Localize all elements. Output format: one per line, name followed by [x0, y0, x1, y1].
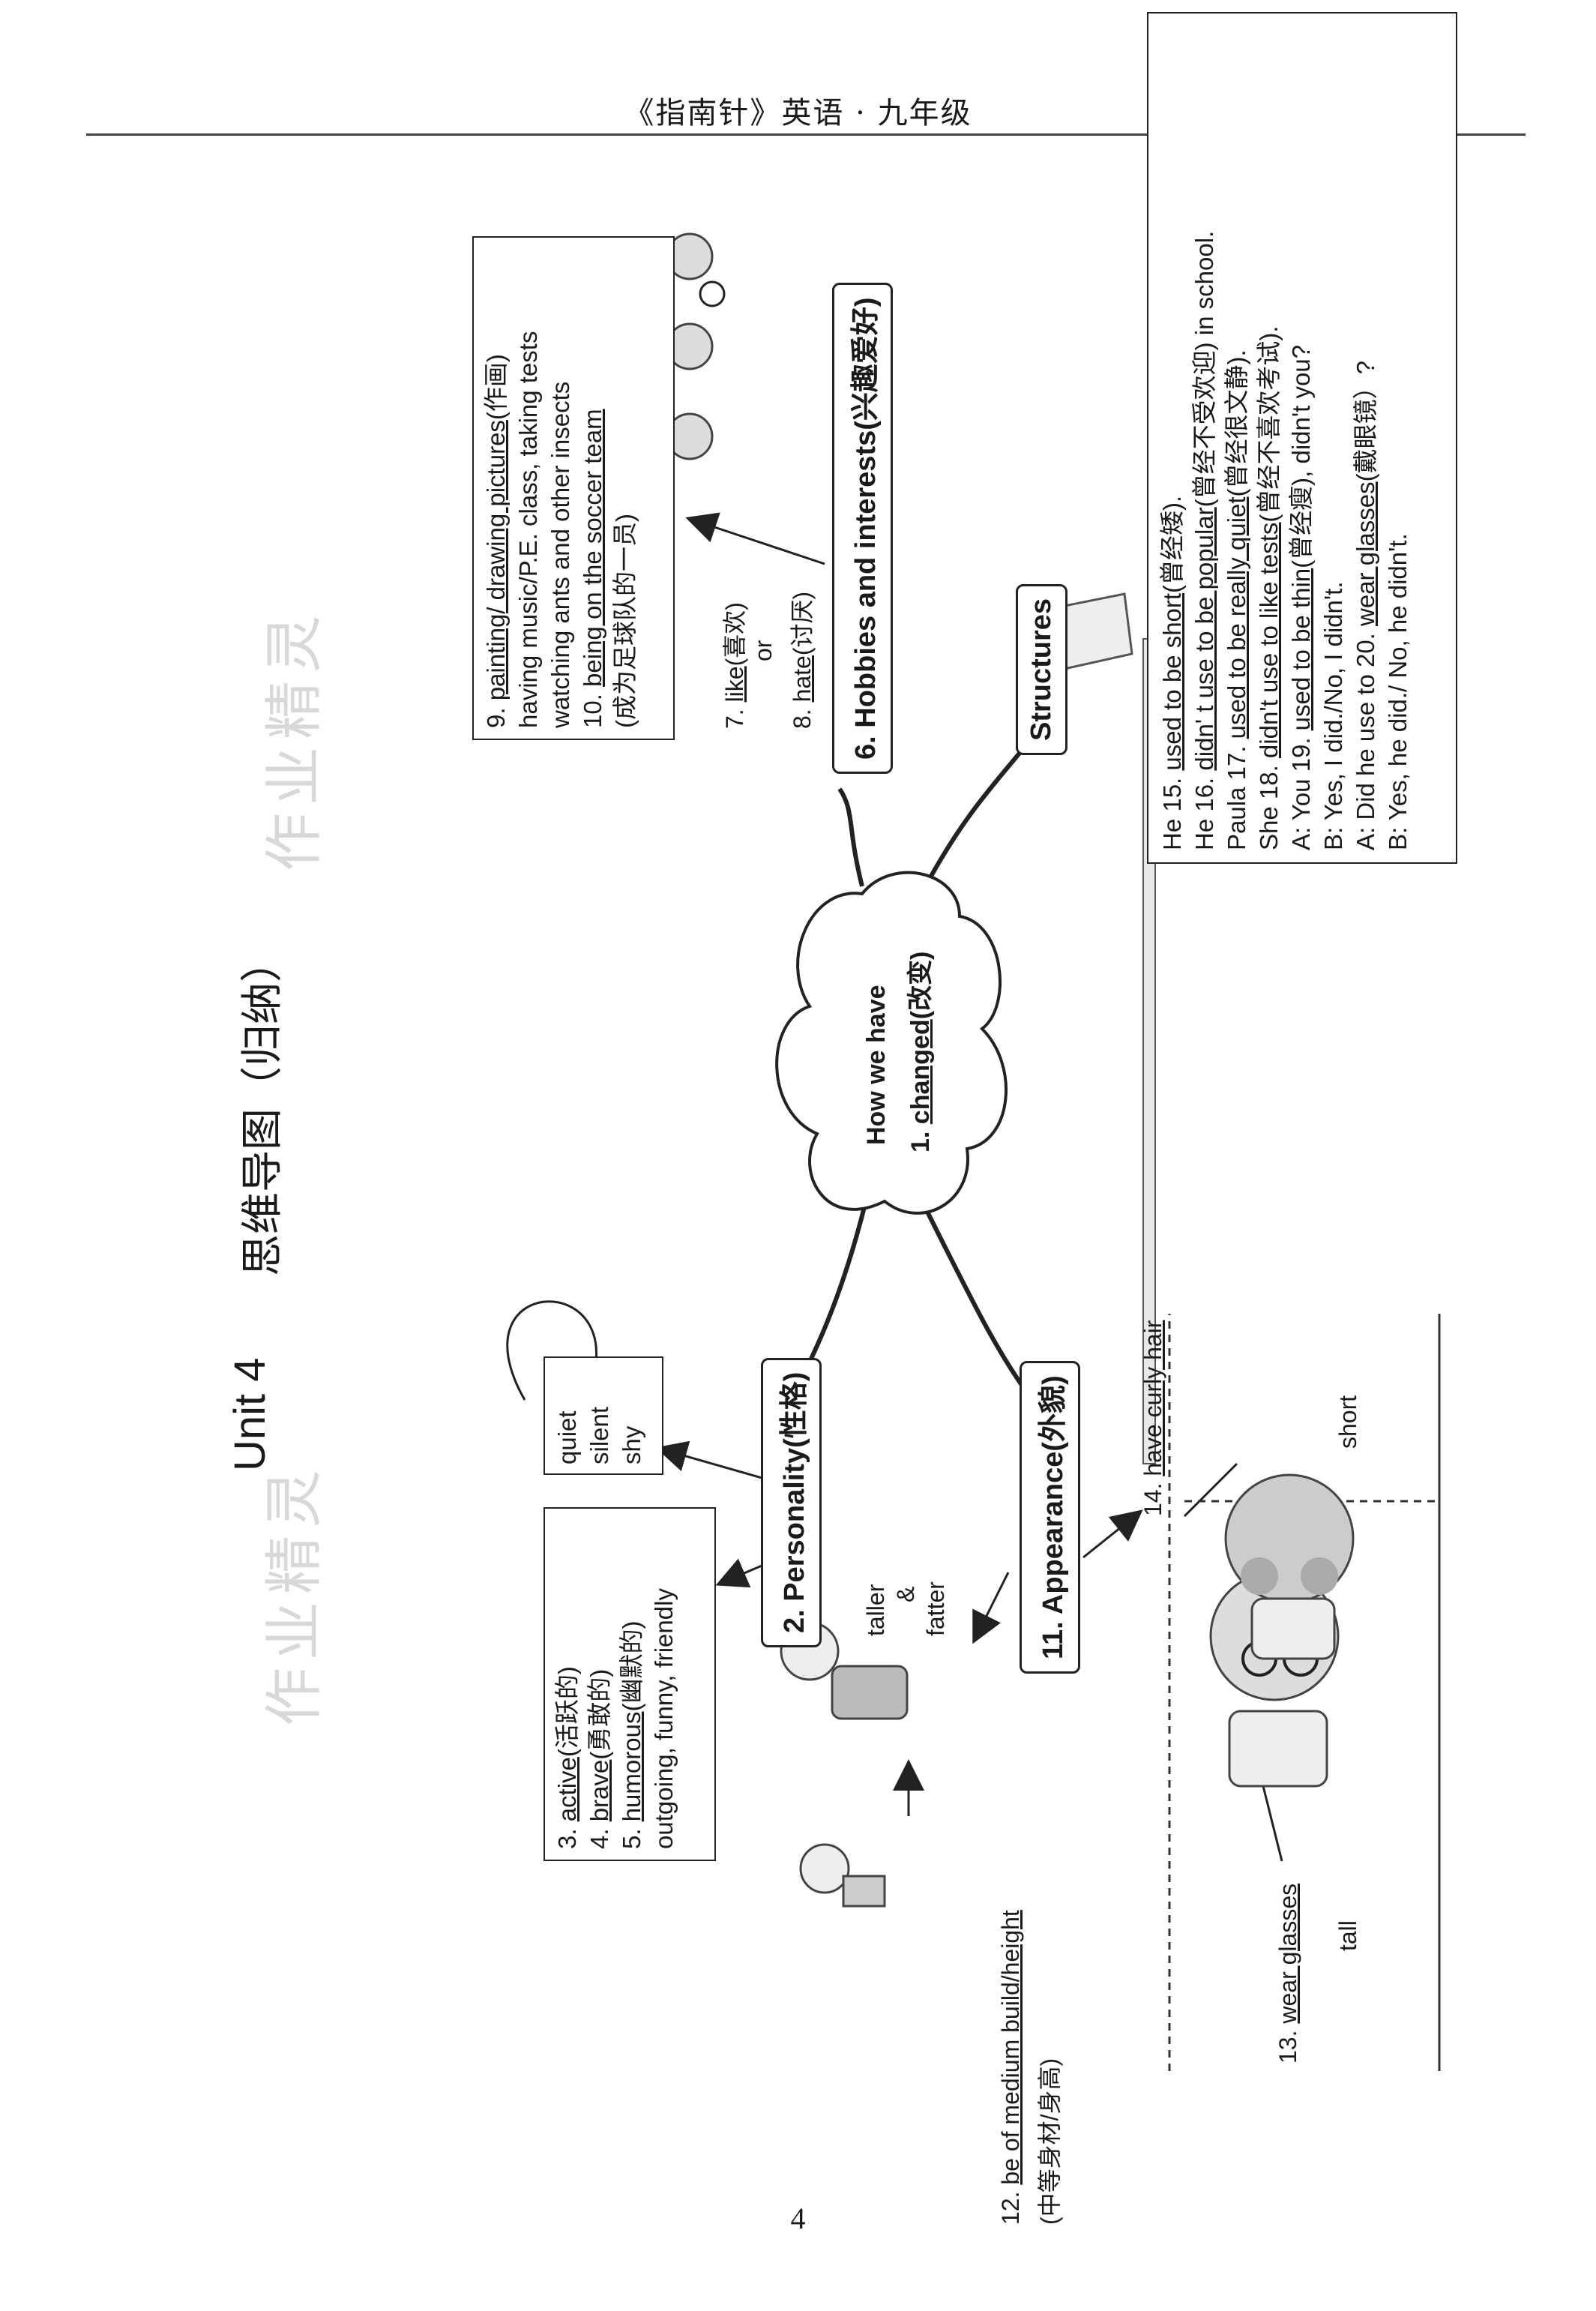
humorous-line: 5. humorous(幽默的): [618, 1620, 645, 1849]
taller-label: taller: [862, 1584, 889, 1636]
node-personality: 2. Personality(性格): [761, 1357, 822, 1647]
amp-label: &: [892, 1586, 919, 1602]
watermark-1: 作业精灵: [261, 1461, 328, 1726]
like-line: 7. like(喜欢): [721, 602, 748, 729]
topic-title: 思维导图（归纳）: [238, 940, 286, 1276]
short-label: short: [1334, 1395, 1361, 1449]
build-line: 12. be of medium build/height: [997, 1910, 1024, 2225]
build-cn: (中等身材/身高): [1036, 2058, 1063, 2225]
structure-line-15: He 15. used to be short(曾经矮).: [1158, 495, 1186, 850]
structure-line-17: Paula 17. used to be really quiet(曾经很文静)…: [1223, 349, 1250, 850]
center-line1: How we have: [862, 985, 891, 1145]
shy-word: shy: [618, 1425, 645, 1464]
center-cloud: [775, 871, 1008, 1215]
structure-answer-2: B: Yes, he did./ No, he didn't.: [1384, 533, 1412, 850]
arrow-to-hobby-box: [685, 512, 825, 565]
quiet-box: quiet silent shy: [543, 1356, 663, 1475]
hate-line: 8. hate(讨厌): [789, 591, 816, 729]
hobby-soccer-cn: (成为足球队的一员): [611, 514, 639, 728]
active-box: 3. active(活跃的) 4. brave(勇敢的) 5. humorous…: [543, 1507, 716, 1861]
kids-playing-illustration: [666, 232, 726, 460]
book-header: 《指南针》英语 · 九年级: [624, 96, 972, 130]
outgoing-line: outgoing, funny, friendly: [650, 1588, 678, 1849]
structure-line-16: He 16. didn' t use to be popular(曾经不受欢迎)…: [1190, 230, 1218, 850]
opposites-curve: [506, 1300, 597, 1401]
tall-label: tall: [1334, 1920, 1361, 1951]
unit-label: Unit 4: [226, 1357, 274, 1471]
quiet-word: quiet: [553, 1410, 581, 1464]
center-line2: 1. changed(改变): [906, 951, 935, 1153]
structures-box: He 15. used to be short(曾经矮). He 16. did…: [1147, 12, 1457, 864]
curly-line: 14. have curly hair: [1139, 1320, 1166, 1516]
active-line: 3. active(活跃的): [553, 1666, 581, 1849]
fatter-label: fatter: [922, 1581, 949, 1636]
silent-word: silent: [585, 1406, 613, 1464]
hobby-painting: 9. painting/ drawing pictures(作画): [482, 354, 510, 728]
structure-line-18: She 18. didn't use to like tests(曾经不喜欢考试…: [1255, 325, 1283, 850]
pointer-curly-hair: [1183, 1462, 1238, 1518]
node-hobbies: 6. Hobbies and interests(兴趣爱好): [832, 283, 893, 774]
hobby-music: having music/P.E. class, taking tests: [514, 331, 542, 728]
glasses-line: 13. wear glasses: [1274, 1883, 1301, 2064]
structure-answer-1: B: Yes, I did./No, I didn't.: [1319, 581, 1347, 850]
structure-line-19: A: You 19. used to be thin(曾经瘦), didn't …: [1287, 344, 1315, 850]
hobby-soccer: 10. being on the soccer team: [579, 409, 606, 728]
watermark-2: 作业精灵: [261, 607, 328, 871]
hobby-box: 9. painting/ drawing pictures(作画) having…: [472, 236, 675, 740]
arrow-to-taller: [972, 1572, 1010, 1644]
brave-line: 4. brave(勇敢的): [585, 1668, 613, 1849]
or-label: or: [750, 640, 777, 661]
branch-structures: [927, 742, 1029, 880]
boy-small-illustration: [799, 1843, 886, 1908]
node-appearance: 11. Appearance(外貌): [1020, 1361, 1080, 1674]
short-girl-curly-illustration: [1224, 1473, 1355, 1660]
page-number: 4: [790, 2202, 806, 2235]
header-rule: [86, 133, 1526, 136]
arrow-to-quiet: [655, 1440, 765, 1480]
branch-appearance: [920, 1200, 1029, 1394]
hobby-ants: watching ants and other insects: [546, 381, 574, 728]
branch-hobbies: [837, 787, 864, 887]
structure-line-20: A: Did he use to 20. wear glasses(戴眼镜）?: [1352, 361, 1379, 850]
arrow-to-ruler: [1082, 1509, 1143, 1559]
node-structures: Structures: [1016, 583, 1067, 755]
